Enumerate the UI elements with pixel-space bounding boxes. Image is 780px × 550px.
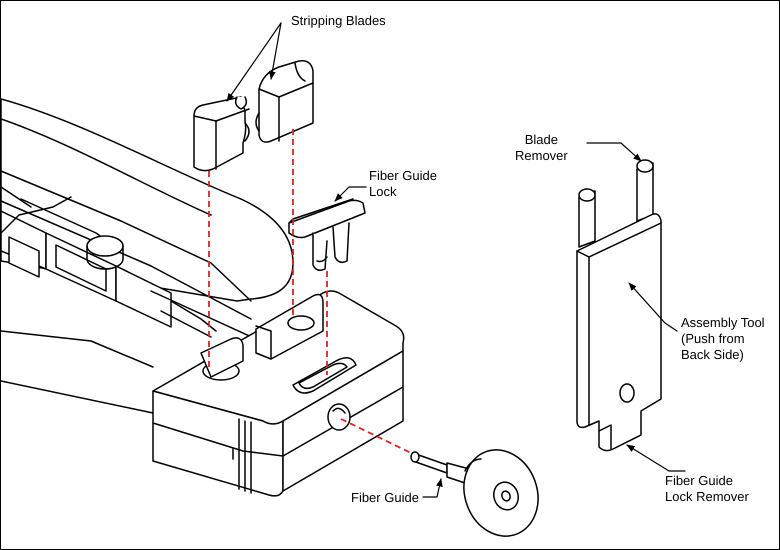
fiber-guide-lock-line1: Fiber Guide xyxy=(369,168,437,183)
label-blade-remover: Blade Remover xyxy=(515,132,568,164)
assembly-tool-line2: (Push from xyxy=(681,331,745,346)
lock-remover-line1: Fiber Guide xyxy=(665,473,733,488)
label-fiber-guide-lock: Fiber Guide Lock xyxy=(369,168,437,200)
label-stripping-blades: Stripping Blades xyxy=(291,13,386,29)
fiber-guide-lock-line2: Lock xyxy=(369,184,397,199)
stripping-blade-right xyxy=(255,59,314,143)
blade-remover-line2: Remover xyxy=(515,148,568,163)
stripping-blades-text: Stripping Blades xyxy=(291,13,386,28)
assembly-tool-part xyxy=(576,159,662,452)
label-fiber-guide-lock-remover: Fiber Guide Lock Remover xyxy=(665,473,749,505)
label-fiber-guide: Fiber Guide xyxy=(351,490,419,506)
fiber-guide-text: Fiber Guide xyxy=(351,490,419,505)
leader-lines xyxy=(226,22,686,498)
blade-remover-line1: Blade xyxy=(524,132,558,147)
fiber-guide-lock-part xyxy=(288,198,366,272)
stripper-head-block xyxy=(152,290,405,497)
fiber-guide-part xyxy=(410,449,539,537)
lock-remover-line2: Lock Remover xyxy=(665,489,749,504)
label-assembly-tool: Assembly Tool (Push from Back Side) xyxy=(681,315,765,363)
assembly-tool-line3: Back Side) xyxy=(681,347,744,362)
assembly-tool-line1: Assembly Tool xyxy=(681,315,765,330)
stripping-blade-left xyxy=(193,96,250,172)
stripper-handle xyxy=(1,98,294,414)
alignment-guides xyxy=(208,129,412,454)
